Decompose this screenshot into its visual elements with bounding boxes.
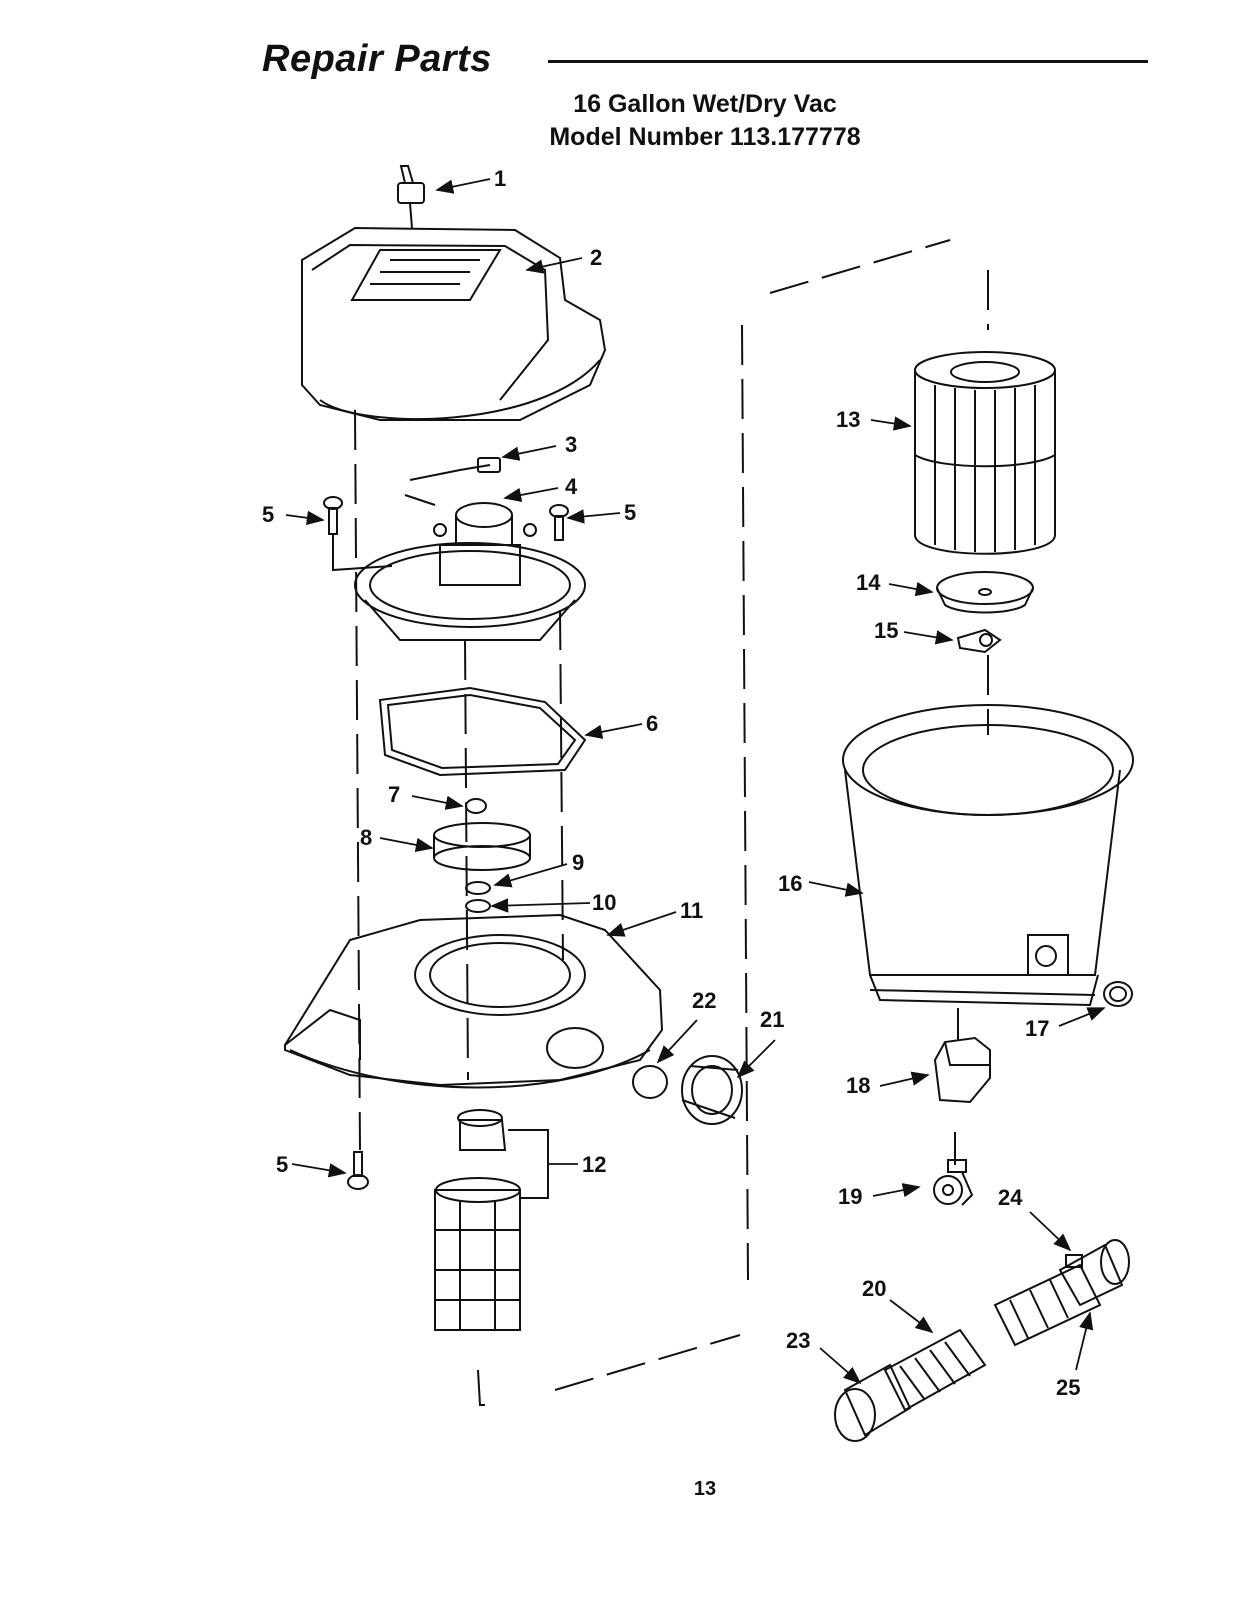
callout-numbers: 1 2 3 4 5 5 6 7 8 9 10 11 12 5 13 14 15 … — [262, 166, 1080, 1400]
part-5-screw-right — [549, 504, 569, 541]
part-22-hose-seal — [632, 1065, 668, 1099]
callout-11: 11 — [680, 898, 703, 923]
callout-14: 14 — [856, 570, 881, 595]
part-1-switch — [397, 165, 425, 229]
model-number: Model Number 113.177778 — [549, 123, 861, 151]
callout-1: 1 — [494, 166, 506, 191]
callout-5: 5 — [276, 1152, 288, 1177]
callout-3: 3 — [565, 432, 577, 457]
callout-16: 16 — [778, 871, 802, 896]
product-name: 16 Gallon Wet/Dry Vac — [573, 90, 837, 118]
part-5-screw-bottom — [347, 1151, 369, 1190]
title-rule — [548, 60, 1148, 63]
part-6-gasket — [378, 686, 587, 777]
page-title: Repair Parts — [262, 38, 492, 80]
callout-12: 12 — [582, 1152, 606, 1177]
callout-5: 5 — [624, 500, 636, 525]
leader-arrows — [285, 178, 1106, 1385]
callout-21: 21 — [760, 1007, 784, 1032]
part-16-tank — [842, 704, 1134, 1007]
callout-20: 20 — [862, 1276, 886, 1301]
part-14-filter-retainer — [936, 571, 1034, 614]
part-4-motor-assembly — [354, 502, 586, 641]
part-8-impeller — [433, 822, 531, 871]
part-19-caster — [933, 1132, 974, 1206]
callout-9: 9 — [572, 850, 584, 875]
callout-2: 2 — [590, 245, 602, 270]
part-17-drain-cap — [1103, 981, 1133, 1007]
callout-22: 22 — [692, 988, 716, 1013]
callout-23: 23 — [786, 1328, 810, 1353]
callout-4: 4 — [565, 474, 578, 499]
callout-10: 10 — [592, 890, 616, 915]
part-3-cord-clip — [404, 457, 501, 506]
page-number: 13 — [693, 1478, 717, 1500]
part-25-hose — [993, 1263, 1102, 1347]
callout-7: 7 — [388, 782, 400, 807]
callout-19: 19 — [838, 1184, 862, 1209]
callout-13: 13 — [836, 407, 860, 432]
part-12-float-cage — [434, 1109, 549, 1331]
part-10-washer — [465, 899, 491, 913]
part-9-washer — [465, 881, 491, 895]
callout-25: 25 — [1056, 1375, 1080, 1400]
callout-6: 6 — [646, 711, 658, 736]
part-21-hose-adapter — [681, 1055, 743, 1125]
part-13-cartridge-filter — [914, 351, 1056, 555]
callout-5: 5 — [262, 502, 274, 527]
part-7-nut — [465, 798, 487, 814]
part-20-hose — [883, 1328, 987, 1412]
part-2-motor-cover — [301, 226, 607, 421]
part-15-nut — [956, 628, 1002, 654]
callout-24: 24 — [998, 1185, 1023, 1210]
callout-18: 18 — [846, 1073, 870, 1098]
part-24-locking-tab — [1058, 1239, 1130, 1307]
part-18-caster-foot — [933, 1036, 991, 1104]
part-5-screw-left — [323, 496, 393, 572]
part-23-hose-cuff — [834, 1363, 912, 1442]
callout-8: 8 — [360, 825, 372, 850]
callout-17: 17 — [1025, 1016, 1049, 1041]
part-11-lid — [284, 913, 664, 1089]
callout-15: 15 — [874, 618, 898, 643]
